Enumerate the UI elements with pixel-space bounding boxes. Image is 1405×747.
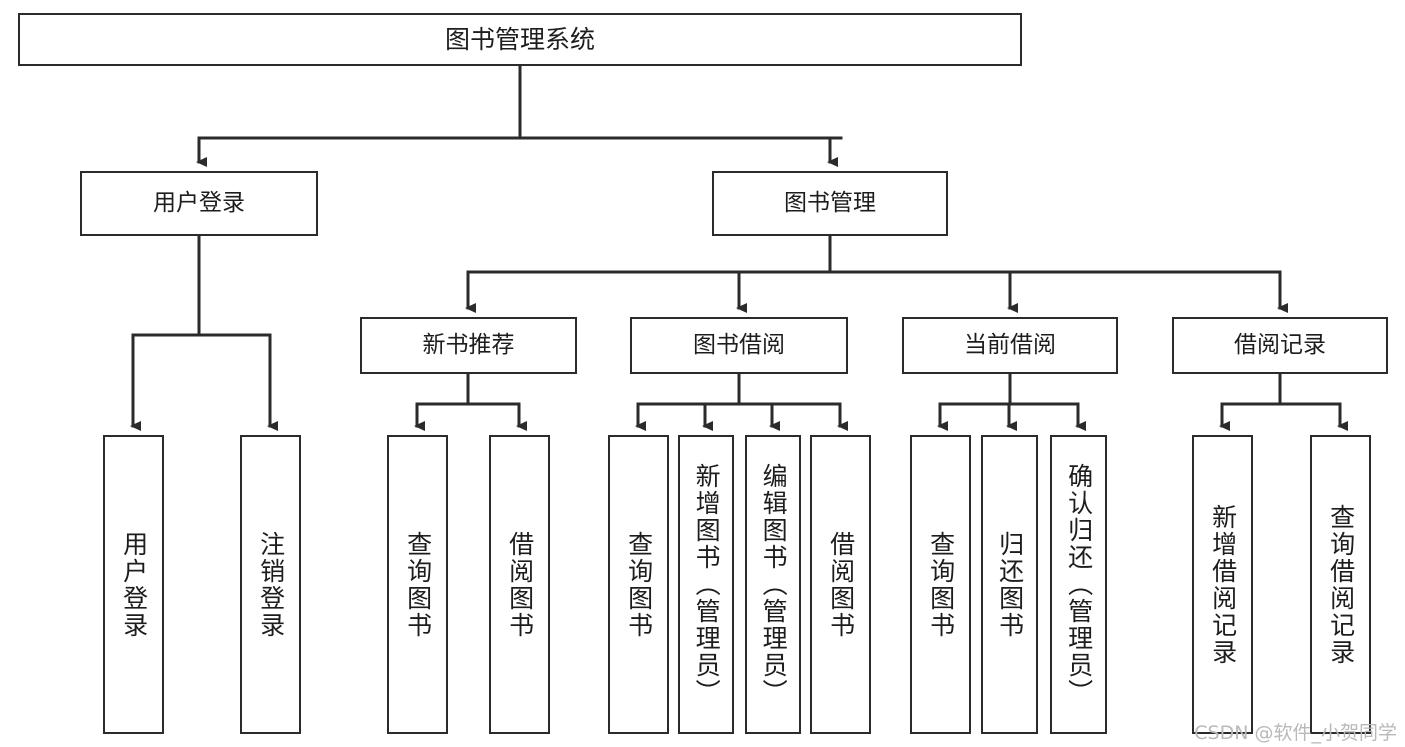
node-leaf-book-borrow-borrow[interactable]: 借阅图书 [810,435,871,734]
node-leaf-new-book-query[interactable]: 查询图书 [387,435,448,734]
node-leaf-current-borrow-query[interactable]: 查询图书 [910,435,971,734]
node-label: 查询借阅记录 [1326,503,1356,666]
node-new-book-recommend[interactable]: 新书推荐 [360,317,577,374]
node-leaf-borrow-record-add[interactable]: 新增借阅记录 [1192,435,1253,734]
node-book-management[interactable]: 图书管理 [712,171,948,236]
node-user-login[interactable]: 用户登录 [80,171,318,236]
node-label: 借阅图书 [505,530,535,639]
node-leaf-user-login-logout[interactable]: 注销登录 [240,435,301,734]
node-leaf-current-borrow-confirm[interactable]: 确认归还（管理员） [1050,435,1107,734]
node-leaf-new-book-borrow[interactable]: 借阅图书 [489,435,550,734]
node-label: 新增借阅记录 [1208,503,1238,666]
node-leaf-borrow-record-query[interactable]: 查询借阅记录 [1310,435,1371,734]
node-label: 用户登录 [153,189,245,216]
node-leaf-book-borrow-query[interactable]: 查询图书 [608,435,669,734]
node-leaf-book-borrow-add[interactable]: 新增图书（管理员） [678,435,734,734]
node-borrow-record[interactable]: 借阅记录 [1172,317,1388,374]
node-leaf-book-borrow-edit[interactable]: 编辑图书（管理员） [745,435,801,734]
node-book-borrow[interactable]: 图书借阅 [630,317,848,374]
node-label: 查询图书 [926,530,956,639]
node-label: 图书管理系统 [444,24,595,54]
node-label: 用户登录 [119,530,149,639]
node-label: 编辑图书（管理员） [759,463,789,706]
node-label: 图书管理 [784,189,876,216]
node-label: 当前借阅 [964,331,1056,358]
node-label: 归还图书 [995,530,1025,639]
node-label: 借阅记录 [1234,331,1326,358]
node-label: 新增图书（管理员） [692,463,722,706]
node-current-borrow[interactable]: 当前借阅 [902,317,1118,374]
node-label: 图书借阅 [693,331,785,358]
node-label: 借阅图书 [826,530,856,639]
node-label: 注销登录 [256,530,286,639]
node-label: 查询图书 [403,530,433,639]
node-label: 查询图书 [624,530,654,639]
node-book-management-system[interactable]: 图书管理系统 [18,13,1022,66]
node-leaf-current-borrow-return[interactable]: 归还图书 [981,435,1038,734]
node-label: 确认归还（管理员） [1064,463,1094,706]
node-leaf-user-login-login[interactable]: 用户登录 [103,435,164,734]
node-label: 新书推荐 [422,331,515,358]
